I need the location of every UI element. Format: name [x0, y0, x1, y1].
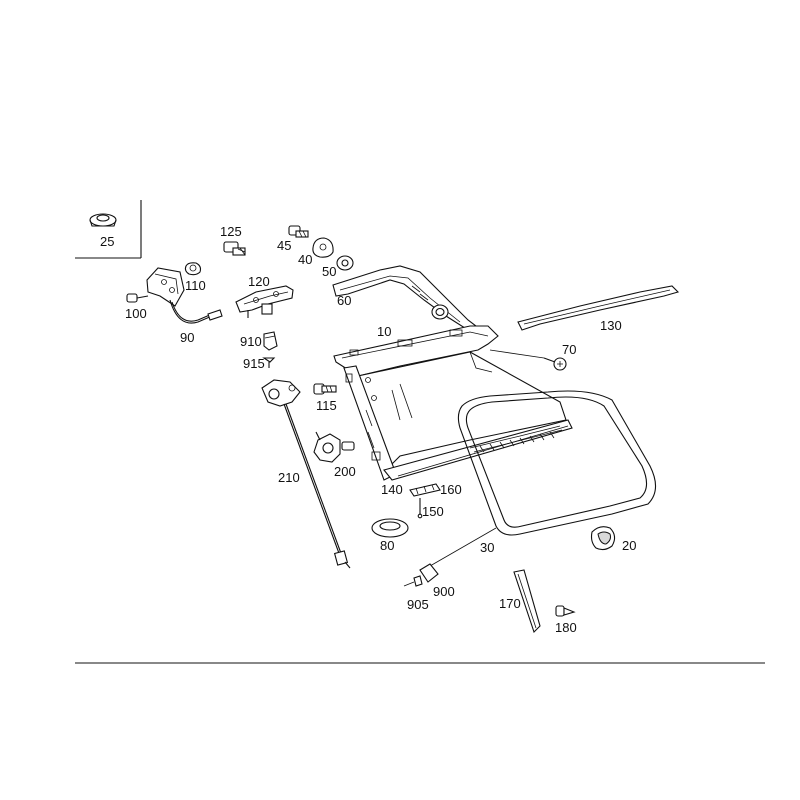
callout-130: 130: [600, 318, 622, 333]
part-120-bracket: [235, 285, 294, 318]
callout-80: 80: [380, 538, 394, 553]
callout-20: 20: [622, 538, 636, 553]
part-910-sleeve: [263, 331, 278, 351]
callout-210: 210: [278, 470, 300, 485]
part-140-160-clips: [409, 483, 441, 519]
part-45-screw: [288, 225, 309, 238]
callout-50: 50: [322, 264, 336, 279]
callout-160: 160: [440, 482, 462, 497]
part-70-screw: [489, 349, 567, 371]
part-40-cap: [312, 237, 334, 258]
callout-910: 910: [240, 334, 262, 349]
part-110-clip: [184, 262, 202, 276]
callout-150: 150: [422, 504, 444, 519]
callout-915: 915: [243, 356, 265, 371]
part-210-rod: [261, 379, 351, 569]
callout-60: 60: [337, 293, 351, 308]
part-25-clip: [89, 213, 117, 227]
part-30-seal: [429, 390, 657, 567]
callout-200: 200: [334, 464, 356, 479]
callout-30: 30: [480, 540, 494, 555]
part-60-upper-trim: [332, 265, 478, 331]
part-115-bolt: [313, 383, 337, 395]
part-130-strip: [517, 285, 680, 331]
part-200-actuator: [313, 431, 355, 463]
callout-70: 70: [562, 342, 576, 357]
part-20-cap: [590, 526, 616, 551]
callout-125: 125: [220, 224, 242, 239]
callout-90: 90: [180, 330, 194, 345]
part-80-grommet: [371, 518, 409, 538]
part-915-pin: [262, 357, 276, 368]
callout-115: 115: [316, 398, 337, 413]
callout-905: 905: [407, 597, 429, 612]
callout-25: 25: [100, 234, 114, 249]
callout-110: 110: [185, 278, 206, 293]
callout-120: 120: [248, 274, 270, 289]
callout-40: 40: [298, 252, 312, 267]
part-900-valve: [403, 563, 439, 587]
callout-45: 45: [277, 238, 291, 253]
part-170-pillar: [513, 569, 541, 634]
part-180-screw: [555, 605, 576, 617]
callout-170: 170: [499, 596, 521, 611]
part-125-bolt: [223, 241, 246, 256]
callout-100: 100: [125, 306, 147, 321]
part-10-window: [333, 325, 573, 481]
callout-10: 10: [377, 324, 391, 339]
part-100-hinge: [126, 267, 223, 324]
callout-900: 900: [433, 584, 455, 599]
inset-box: [75, 200, 142, 259]
part-50-washer: [336, 255, 354, 271]
callout-140: 140: [381, 482, 403, 497]
callout-180: 180: [555, 620, 577, 635]
